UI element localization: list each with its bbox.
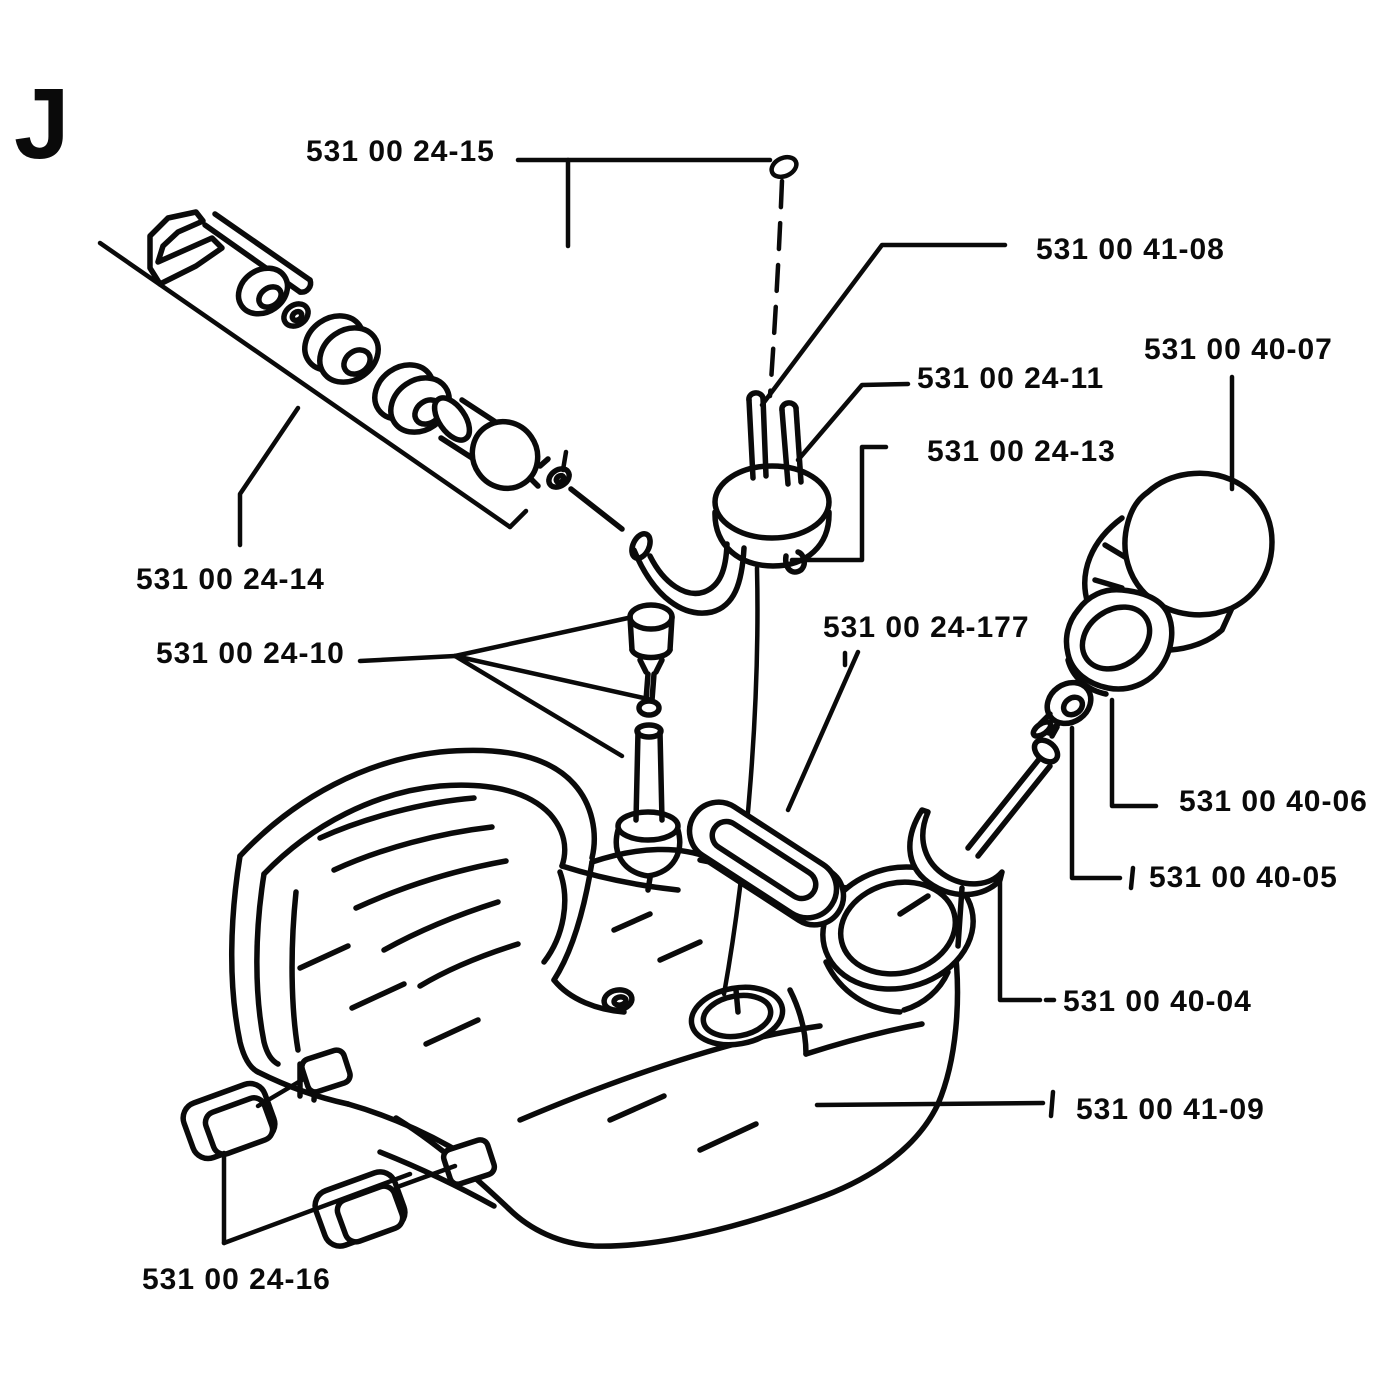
part-label-531-00-41-09: 531 00 41-09 [1076, 1093, 1265, 1126]
fuel-pickup-standpipe [613, 722, 683, 893]
part-label-531-00-24-10: 531 00 24-10 [156, 637, 345, 670]
clamp [147, 209, 225, 287]
grommet-to-tank-line [721, 565, 760, 997]
part-label-531-00-24-177: 531 00 24-177 [823, 611, 1030, 644]
tank-grommet-with-tubes [629, 390, 832, 616]
part-label-531-00-40-04: 531 00 40-04 [1063, 985, 1252, 1018]
line-eyelet [769, 154, 799, 180]
part-label-531-00-24-15: 531 00 24-15 [306, 135, 495, 168]
filler-slash [897, 893, 931, 917]
part-label-531-00-40-05: 531 00 40-05 [1149, 861, 1338, 894]
fuel-filter [431, 395, 551, 492]
fuel-line-assembly [147, 209, 625, 532]
part-label-531-00-24-14: 531 00 24-14 [136, 563, 325, 596]
fuel-line-link [568, 486, 625, 532]
part-labels: J 531 00 24-15 531 00 41-08 531 00 24-11… [14, 68, 1368, 1296]
leader-lines [97, 154, 1235, 1246]
figure-letter: J [14, 68, 70, 180]
part-label-531-00-24-13: 531 00 24-13 [927, 435, 1116, 468]
vent-opening [601, 984, 786, 1048]
part-label-531-00-41-08: 531 00 41-08 [1036, 233, 1225, 266]
part-label-531-00-40-06: 531 00 40-06 [1179, 785, 1368, 818]
fuel-tank-body [229, 747, 961, 1249]
part-label-531-00-40-07: 531 00 40-07 [1144, 333, 1333, 366]
tank-gasket [686, 799, 847, 928]
cap-lanyard [965, 724, 1061, 859]
elbow-hose [631, 545, 747, 616]
cap-retainer-ring [1063, 586, 1175, 697]
cap-grommet [1030, 679, 1094, 739]
part-label-531-00-24-11: 531 00 24-11 [917, 362, 1104, 395]
outlet-nub [782, 549, 808, 575]
check-valve-parts [627, 602, 675, 718]
filler-neck [820, 864, 976, 1015]
part-label-531-00-24-16: 531 00 24-16 [142, 1263, 331, 1296]
buffer-mount-1 [180, 1080, 278, 1162]
